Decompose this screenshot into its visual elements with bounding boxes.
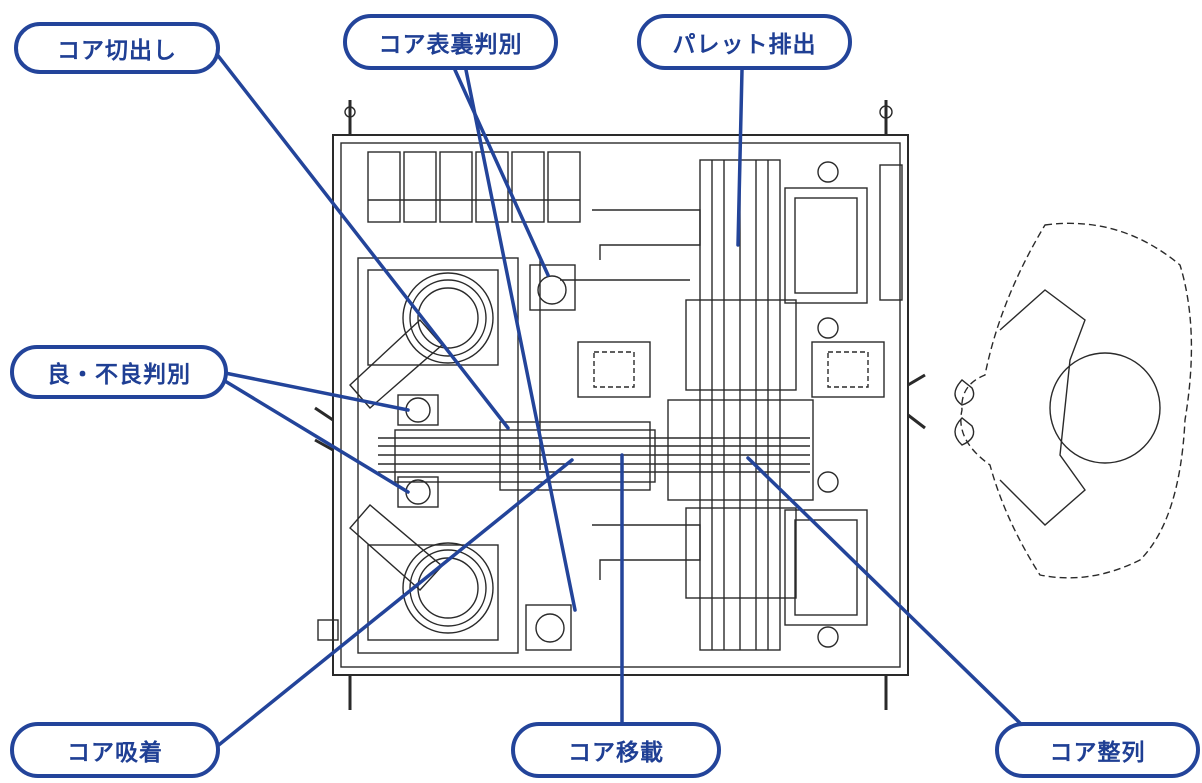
label-core-suction: コア吸着 bbox=[10, 722, 220, 778]
leader-pallet-discharge bbox=[736, 68, 744, 247]
leader-core-suction bbox=[213, 458, 574, 750]
leader-lines bbox=[210, 46, 1024, 750]
alignment-cross bbox=[667, 159, 814, 651]
label-pallet-discharge: パレット排出 bbox=[637, 14, 852, 70]
transfer-rails bbox=[378, 421, 810, 491]
leader-front-back-2 bbox=[464, 68, 577, 612]
label-good-bad: 良・不良判別 bbox=[10, 345, 228, 399]
label-core-transfer: コア移載 bbox=[511, 722, 721, 778]
leader-good-bad-1 bbox=[218, 370, 410, 412]
label-core-front-back: コア表裏判別 bbox=[343, 14, 558, 70]
leader-core-cutout bbox=[210, 46, 510, 430]
label-core-alignment: コア整列 bbox=[995, 722, 1200, 778]
leader-front-back-1 bbox=[453, 68, 550, 277]
label-core-cutout: コア切出し bbox=[14, 22, 220, 74]
operator-figure bbox=[954, 222, 1193, 579]
top-block-row bbox=[367, 151, 581, 223]
pallet-motor-top bbox=[784, 187, 868, 304]
leader-core-alignment bbox=[746, 456, 1024, 727]
leader-good-bad-2 bbox=[218, 376, 410, 494]
pallet-motor-bottom bbox=[784, 509, 868, 626]
bowl-feeder-bottom bbox=[402, 542, 494, 634]
bowl-feeder-top bbox=[402, 272, 494, 364]
